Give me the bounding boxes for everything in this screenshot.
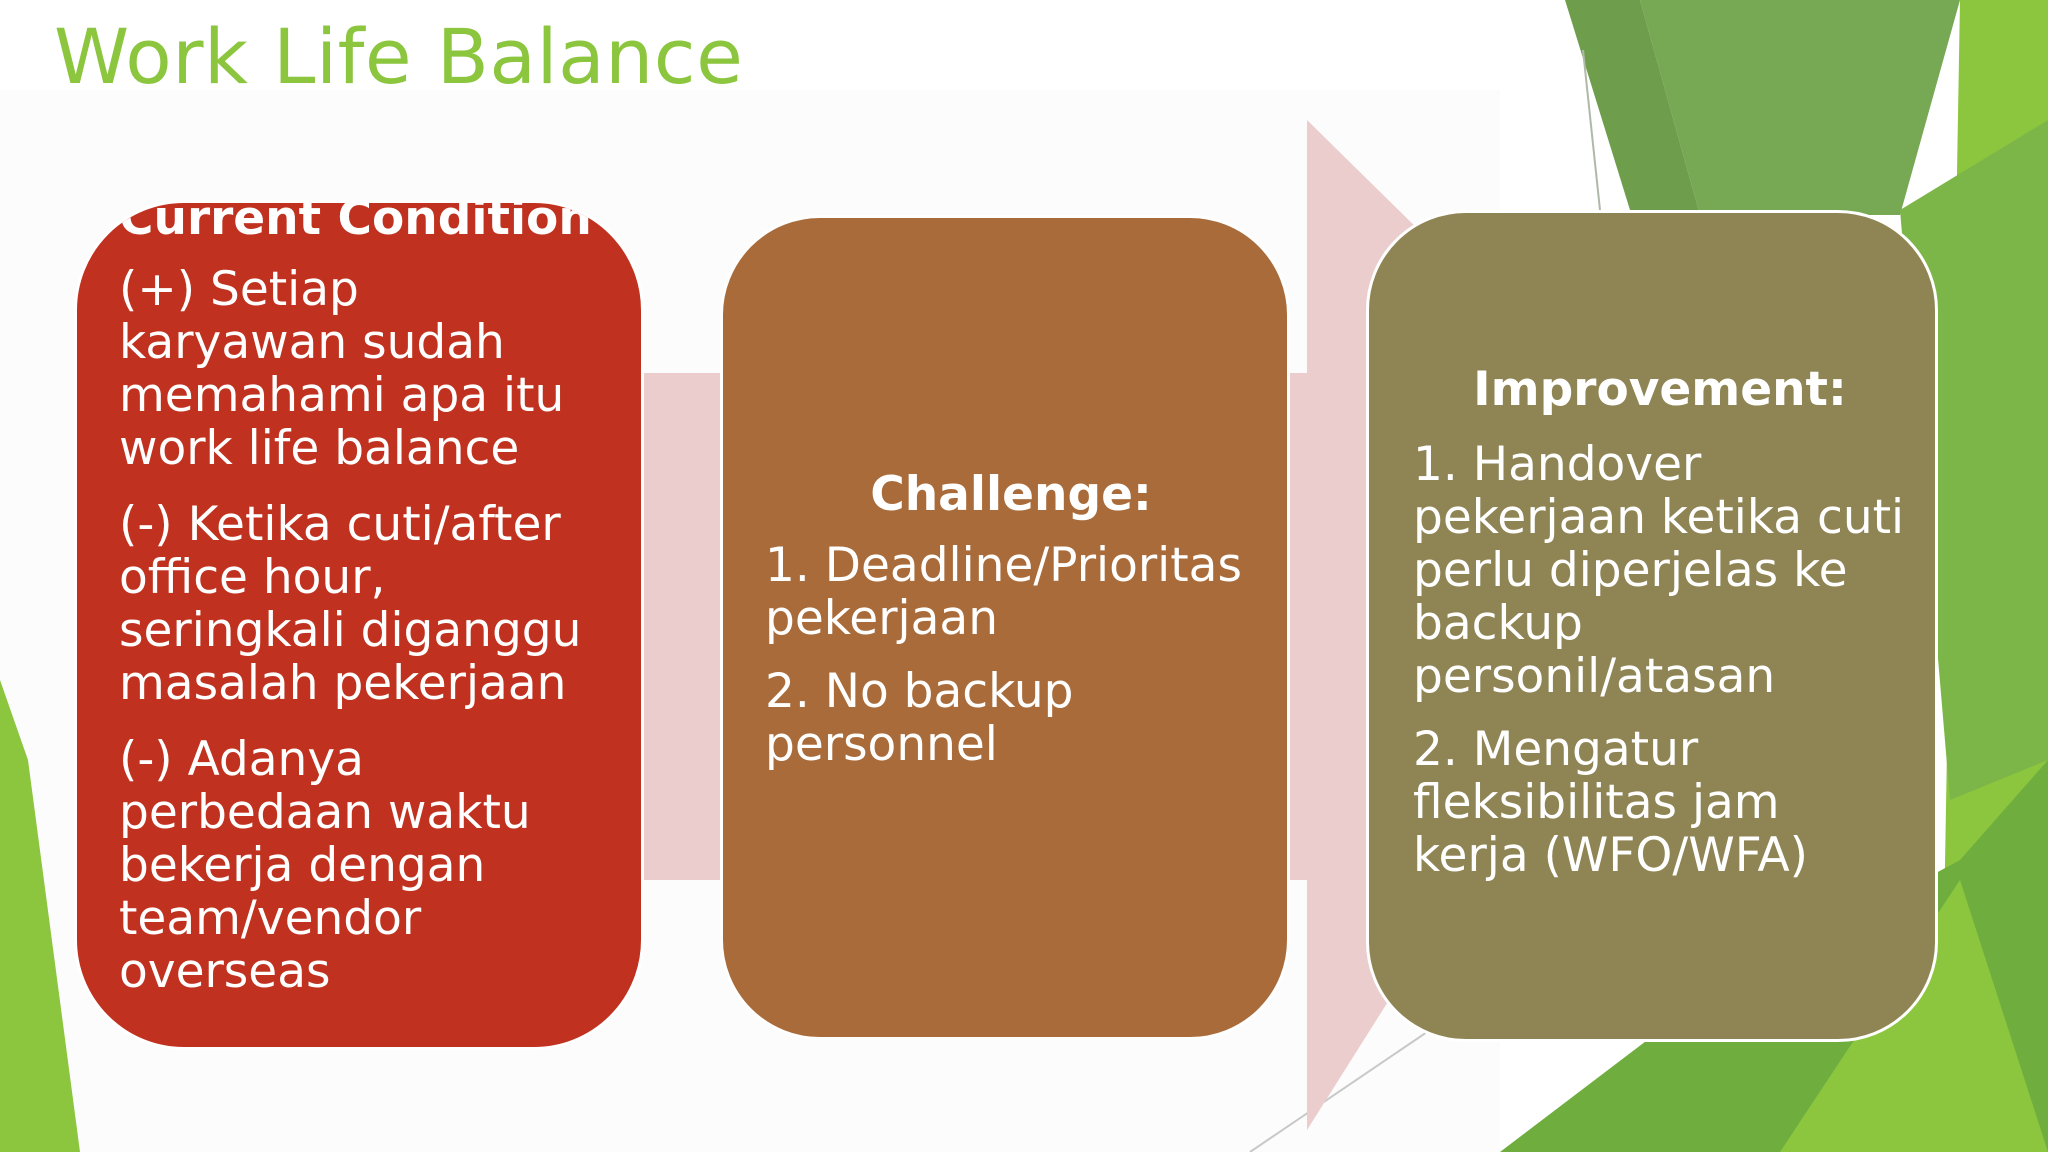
green-facet-mid xyxy=(1640,0,1960,215)
challenge-box: Challenge: 1. Deadline/Prioritas pekerja… xyxy=(720,215,1290,1040)
improvement-heading: Improvement: xyxy=(1473,362,1847,417)
green-facet-dark xyxy=(1565,0,1700,215)
slide-title: Work Life Balance xyxy=(54,12,744,101)
current-condition-item: (-) Adanya perbedaan waktu bekerja denga… xyxy=(119,732,531,999)
current-condition-heading: Current Condition : xyxy=(119,200,627,246)
current-condition-item: (+) Setiap karyawan sudah memahami apa i… xyxy=(119,262,565,476)
challenge-item: 1. Deadline/Prioritas pekerjaan xyxy=(765,538,1242,646)
current-condition-box: Current Condition : (+) Setiap karyawan … xyxy=(74,200,644,1050)
challenge-heading: Challenge: xyxy=(870,467,1152,522)
challenge-item: 2. No backup personnel xyxy=(765,664,1074,772)
decor-line-bottom xyxy=(1249,1029,1431,1152)
improvement-item: 1. Handover pekerjaan ketika cuti perlu … xyxy=(1413,437,1905,704)
decor-line xyxy=(1582,49,1601,211)
improvement-box: Improvement: 1. Handover pekerjaan ketik… xyxy=(1366,210,1938,1042)
green-facet-bottom-light xyxy=(1780,880,2048,1152)
current-condition-item: (-) Ketika cuti/after office hour, serin… xyxy=(119,497,582,711)
improvement-item: 2. Mengatur fleksibilitas jam kerja (WFO… xyxy=(1413,722,1808,883)
green-facet-left xyxy=(0,680,80,1152)
